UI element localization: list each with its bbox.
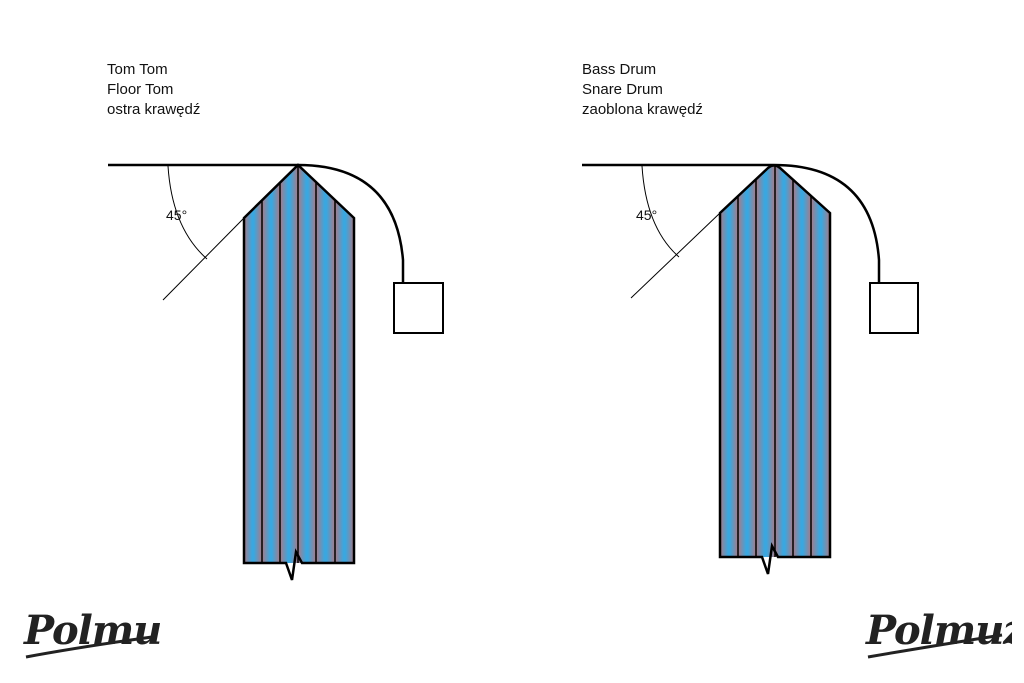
- label-line-2: Snare Drum: [582, 81, 663, 98]
- drum-labels: Tom Tom Floor Tom ostra krawędź: [107, 60, 200, 120]
- shell-outline: [718, 164, 832, 575]
- label-line-1: Bass Drum: [582, 61, 657, 78]
- drumhead-curve: [297, 163, 405, 283]
- hoop-box: [393, 282, 444, 334]
- shell-plies: [720, 165, 830, 557]
- polmuz-logo: Polmuz: [865, 607, 1012, 659]
- angle-guide-line: [162, 217, 245, 301]
- label-line-1: Tom Tom: [107, 61, 168, 78]
- diagram-panel-sharp-edge: Tom Tom Floor Tom ostra krawędź: [23, 60, 444, 659]
- label-line-3: zaoblona krawędź: [582, 101, 703, 118]
- angle-arc: [641, 165, 680, 258]
- diagram-panel-rounded-edge: Bass Drum Snare Drum zaoblona krawędź: [512, 0, 1024, 683]
- shell-outline: [242, 163, 356, 581]
- angle-label: 45°: [636, 207, 657, 223]
- drum-labels: Bass Drum Snare Drum zaoblona krawędź: [582, 60, 703, 120]
- bearing-edge-diagram: 45°: [582, 163, 919, 575]
- angle-label: 45°: [166, 207, 187, 223]
- label-line-3: ostra krawędź: [107, 101, 201, 118]
- hoop-box: [869, 282, 919, 334]
- angle-guide-line: [630, 212, 721, 299]
- shell-plies: [244, 165, 354, 563]
- label-line-2: Floor Tom: [107, 81, 174, 98]
- polmuz-logo: Polmuz: [23, 607, 160, 659]
- angle-arc: [167, 165, 208, 260]
- bearing-edge-diagram: 45°: [108, 163, 444, 581]
- drumhead-curve: [773, 163, 881, 283]
- svg-text:Polmuz: Polmuz: [865, 607, 1012, 654]
